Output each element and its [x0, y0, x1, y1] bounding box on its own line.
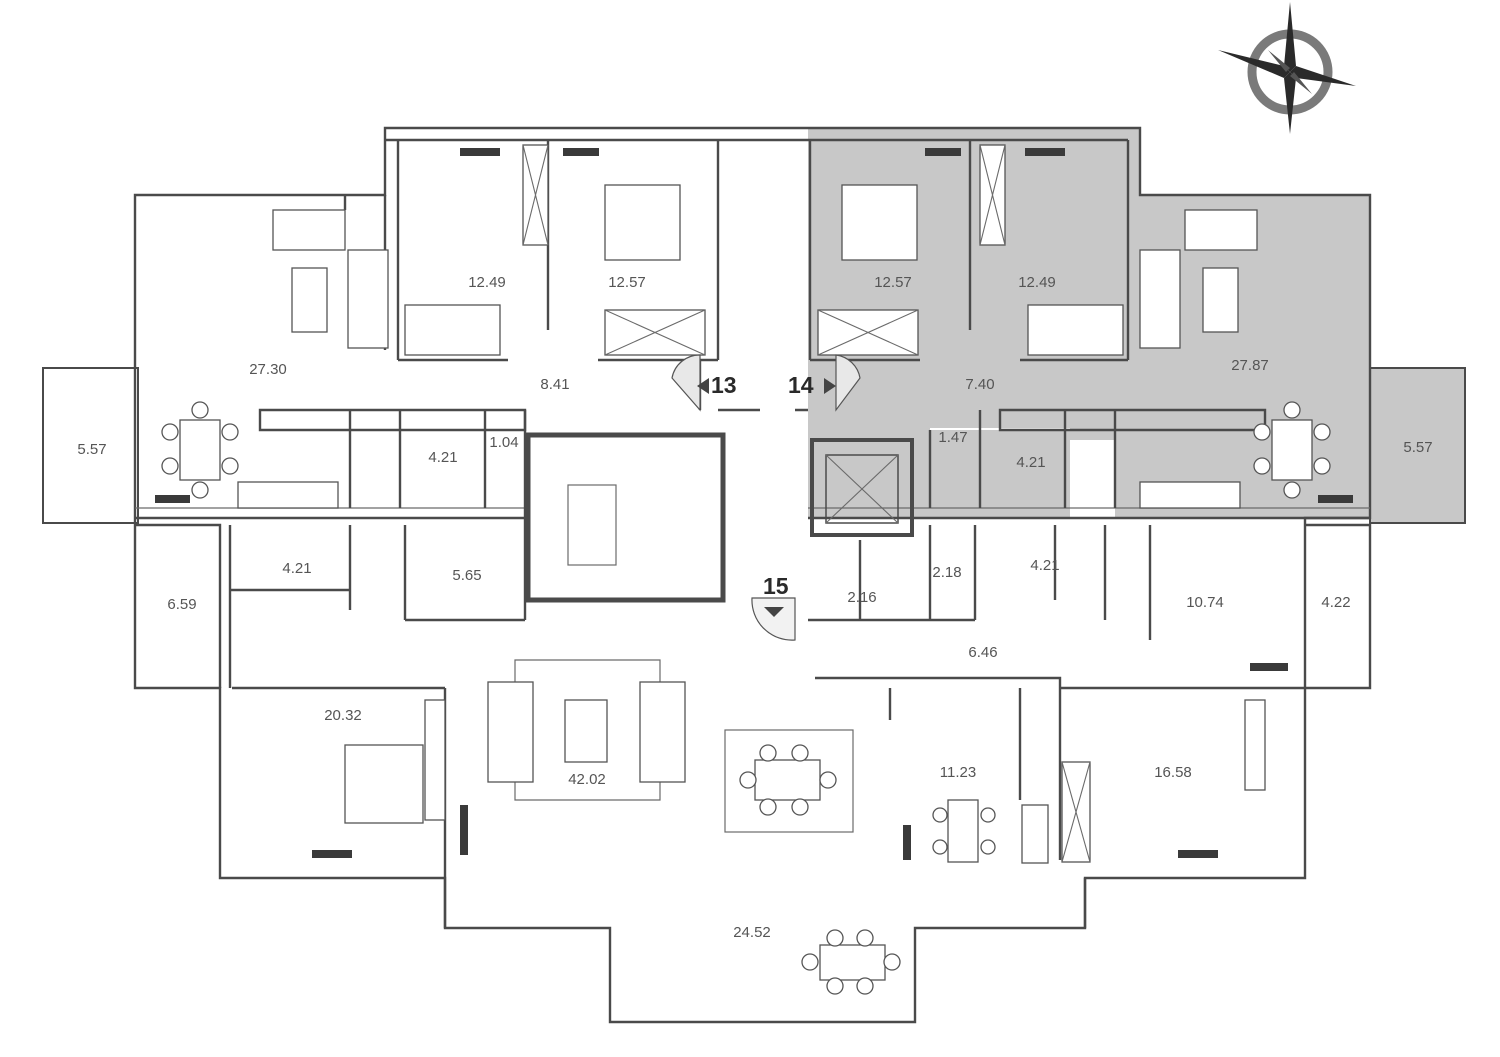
area-label: 1.04 [489, 434, 518, 451]
room-area-labels: 27.30 12.49 12.57 8.41 5.57 4.21 1.04 12… [77, 274, 1432, 941]
area-label: 12.49 [468, 274, 506, 291]
area-label: 4.21 [1016, 454, 1045, 471]
area-label: 24.52 [733, 924, 771, 941]
area-label: 16.58 [1154, 764, 1192, 781]
area-label: 12.57 [608, 274, 646, 291]
area-label: 27.30 [249, 361, 287, 378]
arrow-left-icon [697, 378, 709, 394]
area-label: 5.57 [1403, 439, 1432, 456]
area-label: 6.46 [968, 644, 997, 661]
arrow-down-icon [764, 607, 784, 617]
area-label: 8.41 [540, 376, 569, 393]
apartment-15-label: 15 [763, 573, 789, 599]
area-label: 12.57 [874, 274, 912, 291]
building-walls [42, 126, 1466, 1024]
apartment-13-marker: 13 [671, 354, 737, 412]
apartment-13-label: 13 [711, 372, 737, 398]
area-label: 1.47 [938, 429, 967, 446]
area-label: 4.21 [282, 560, 311, 577]
area-label: 4.22 [1321, 594, 1350, 611]
area-label: 6.59 [167, 596, 196, 613]
area-label: 5.65 [452, 567, 481, 584]
furniture [155, 144, 1353, 995]
interior-walls [228, 140, 1305, 878]
area-label: 11.23 [940, 764, 976, 781]
area-label: 27.87 [1231, 357, 1269, 374]
area-label: 4.21 [428, 449, 457, 466]
arrow-right-icon [824, 378, 836, 394]
area-label: 7.40 [965, 376, 994, 393]
apartment-15-marker: 15 [751, 573, 796, 641]
apartment-14-label: 14 [788, 372, 814, 398]
area-label: 20.32 [324, 707, 362, 724]
area-label: 42.02 [568, 771, 606, 788]
apartment-14-marker: 14 [788, 354, 861, 412]
area-label: 5.57 [77, 441, 106, 458]
area-label: 2.16 [847, 589, 876, 606]
area-label: 12.49 [1018, 274, 1056, 291]
area-label: 2.18 [932, 564, 961, 581]
compass-rose-icon [1218, 2, 1356, 134]
area-label: 10.74 [1186, 594, 1224, 611]
area-label: 4.21 [1030, 557, 1059, 574]
